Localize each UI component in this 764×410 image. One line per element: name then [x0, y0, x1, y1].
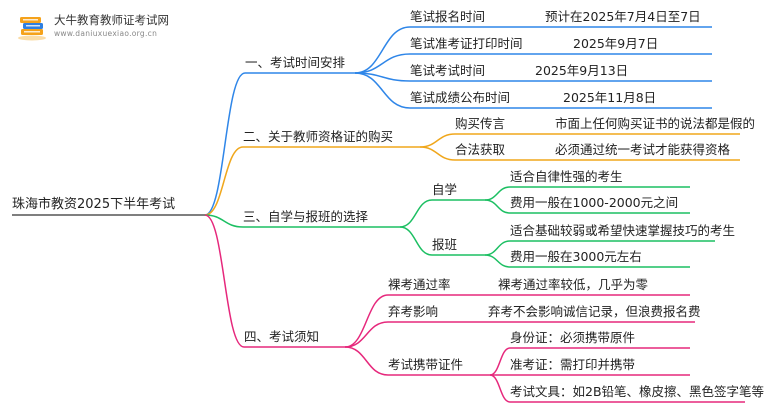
branch-1-item-1-label: 合法获取	[455, 142, 506, 157]
branch-3-item-1-label: 弃考影响	[388, 304, 439, 319]
branch-2-item-0-sub-1: 费用一般在1000-2000元之间	[510, 195, 679, 210]
branch-0-item-1-link	[354, 53, 411, 74]
branch-0-item-0-detail: 预计在2025年7月4日至7日	[545, 9, 701, 24]
branch-3-item-2-sub-2-link	[489, 374, 511, 403]
branch-1-item-1-link	[419, 146, 456, 161]
logo-title: 大牛教育教师证考试网	[54, 13, 169, 27]
branch-0-item-1-label: 笔试准考证打印时间	[410, 36, 523, 51]
branch-0-link	[204, 72, 246, 216]
branch-2-label: 三、自学与报班的选择	[243, 209, 369, 224]
branch-3-item-0-detail: 裸考通过率较低，几乎为零	[498, 277, 649, 292]
branch-2-link	[204, 214, 244, 228]
branch-1-item-0-link	[419, 133, 456, 148]
branch-3-item-2-sub-1: 准考证：需打印并携带	[510, 357, 636, 372]
branch-3-item-2-sub-0-link	[489, 347, 511, 376]
branch-2-item-1-sub-0: 适合基础较弱或希望快速掌握技巧的考生	[510, 223, 736, 238]
branch-1-item-1-detail: 必须通过统一考试才能获得资格	[555, 142, 731, 157]
branch-0-label: 一、考试时间安排	[245, 55, 346, 70]
branch-0-item-0-label: 笔试报名时间	[410, 9, 486, 24]
branch-2-item-0-sub-0: 适合自律性强的考生	[510, 169, 623, 184]
branch-2-item-1-sub-1: 费用一般在3000元左右	[510, 249, 642, 264]
branch-3-item-0-label: 裸考通过率	[388, 277, 451, 292]
branch-3-label: 四、考试须知	[244, 329, 320, 344]
branch-0-item-0-link	[354, 26, 411, 74]
branch-2-item-0-link	[399, 199, 433, 228]
branch-2-item-1-sub-1-link	[484, 254, 511, 268]
branch-3-item-1-detail: 弃考不会影响诚信记录，但浪费报名费	[488, 304, 701, 319]
branch-3-item-0-link	[344, 294, 389, 348]
branch-1-item-0-detail: 市面上任何购买证书的说法都是假的	[555, 116, 756, 131]
branch-3-item-2-sub-2: 考试文具：如2B铅笔、橡皮擦、黑色签字笔等	[510, 384, 764, 399]
branch-3-link	[204, 214, 245, 348]
branch-0-item-2-label: 笔试考试时间	[410, 63, 486, 78]
branch-1-label: 二、关于教师资格证的购买	[243, 129, 394, 144]
branch-0-item-3-label: 笔试成绩公布时间	[410, 90, 511, 105]
branch-0-item-3-link	[354, 72, 411, 109]
branch-2-item-1-sub-0-link	[484, 240, 511, 256]
branch-1-link	[204, 146, 244, 216]
branch-0-item-1-detail: 2025年9月7日	[573, 36, 659, 51]
branch-3-item-2-label: 考试携带证件	[388, 357, 464, 372]
branch-0-item-3-detail: 2025年11月8日	[563, 90, 657, 105]
branch-2-item-0-sub-1-link	[484, 199, 511, 214]
logo-url: www.daniuxuexiao.org.cn	[54, 29, 158, 38]
branch-1-item-0-label: 购买传言	[455, 116, 506, 131]
branch-3-item-1-link	[344, 321, 389, 348]
branch-2-item-0-sub-0-link	[484, 186, 511, 201]
branch-3-item-2-link	[344, 346, 389, 376]
root-node: 珠海市教资2025下半年考试	[12, 197, 176, 212]
branch-2-item-1-label: 报班	[432, 237, 458, 252]
branch-3-item-2-sub-0: 身份证：必须携带原件	[510, 330, 636, 345]
branch-2-item-1-link	[399, 226, 433, 256]
branch-0-item-2-detail: 2025年9月13日	[535, 63, 629, 78]
branch-2-item-0-label: 自学	[432, 182, 458, 197]
logo-icon	[16, 12, 48, 42]
